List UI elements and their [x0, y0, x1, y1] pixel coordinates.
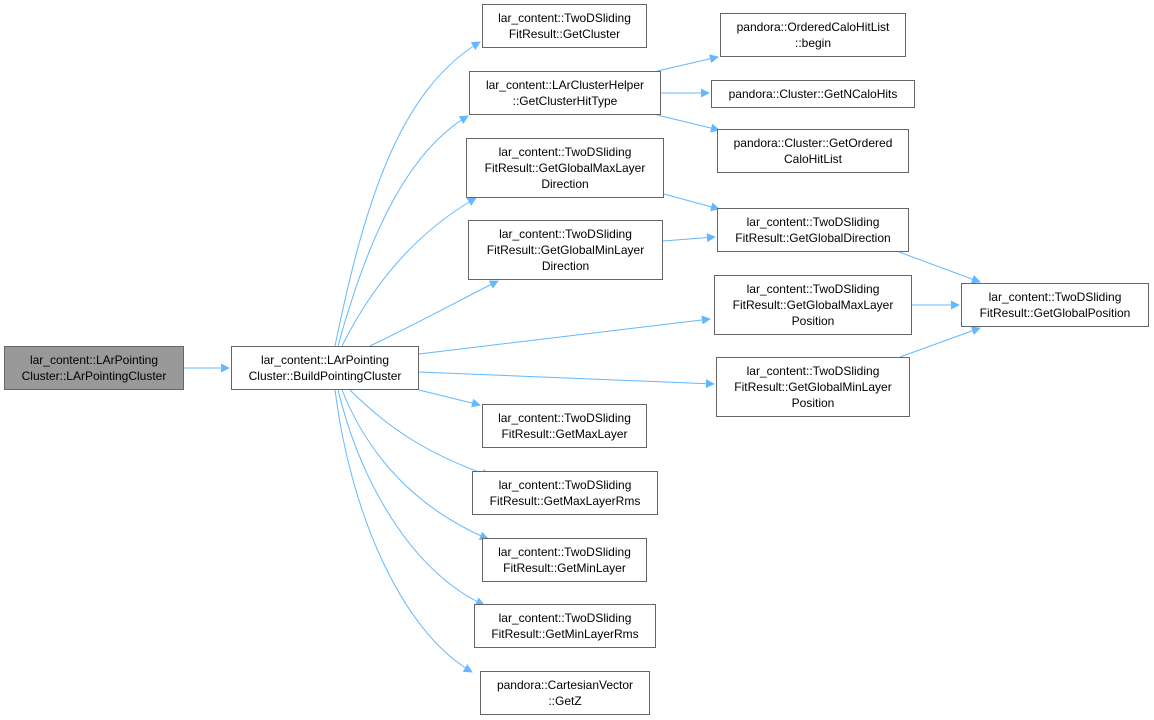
node-line: FitResult::GetMinLayer — [503, 561, 626, 575]
node-line: lar_content::TwoDSliding — [498, 545, 631, 559]
edge-build-to-global-max-layer-position — [418, 315, 711, 355]
edge-max-dir-to-global-direction — [663, 193, 720, 212]
node-line: Position — [791, 396, 835, 410]
node-get-min-layer-rms[interactable]: lar_content::TwoDSliding FitResult::GetM… — [474, 604, 656, 648]
edge-build-to-get-cluster — [334, 41, 481, 347]
edge-min-dir-to-global-direction — [662, 233, 716, 243]
node-line: ::GetZ — [548, 694, 582, 708]
edge-build-to-cluster-hit-type — [337, 115, 469, 347]
node-line: pandora::Cluster::GetOrdered — [733, 136, 893, 150]
edge-build-to-get-min-layer-rms — [337, 389, 485, 606]
node-get-global-direction[interactable]: lar_content::TwoDSliding FitResult::GetG… — [717, 208, 909, 252]
node-line: lar_content::LArClusterHelper — [485, 78, 645, 92]
node-line: FitResult::GetGlobalPosition — [979, 306, 1131, 320]
node-line: ::GetClusterHitType — [512, 94, 618, 108]
node-line: Direction — [541, 259, 590, 273]
node-cluster-get-ordered-calo-hit-list[interactable]: pandora::Cluster::GetOrdered CaloHitList — [717, 129, 909, 173]
node-line: lar_content::TwoDSliding — [746, 282, 880, 296]
node-line: lar_content::LArPointing — [260, 353, 390, 367]
node-get-max-layer-rms[interactable]: lar_content::TwoDSliding FitResult::GetM… — [472, 471, 658, 515]
node-cartesian-vector-get-z[interactable]: pandora::CartesianVector ::GetZ — [480, 671, 650, 715]
node-line: pandora::OrderedCaloHitList — [736, 20, 890, 34]
node-ordered-calo-hit-list-begin[interactable]: pandora::OrderedCaloHitList ::begin — [720, 13, 906, 57]
node-line: lar_content::TwoDSliding — [498, 611, 632, 625]
edge-build-to-get-min-layer — [341, 389, 489, 540]
edge-build-to-get-z — [334, 389, 473, 673]
node-line: pandora::CartesianVector — [496, 678, 634, 692]
edge-build-to-global-max-layer-direction — [341, 197, 477, 347]
node-line: FitResult::GetMinLayerRms — [491, 627, 639, 641]
node-line: lar_content::TwoDSliding — [988, 290, 1122, 304]
node-line: Cluster::LArPointingCluster — [21, 369, 167, 383]
node-line: lar_content::TwoDSliding — [498, 145, 632, 159]
node-get-cluster-hit-type[interactable]: lar_content::LArClusterHelper ::GetClust… — [469, 71, 661, 115]
node-line: FitResult::GetGlobalMinLayer — [486, 243, 645, 257]
node-line: FitResult::GetGlobalMaxLayer — [484, 161, 646, 175]
node-get-cluster[interactable]: lar_content::TwoDSliding FitResult::GetC… — [482, 4, 647, 48]
node-get-global-max-layer-direction[interactable]: lar_content::TwoDSliding FitResult::GetG… — [466, 138, 664, 198]
node-line: lar_content::TwoDSliding — [746, 364, 880, 378]
node-line: lar_content::TwoDSliding — [499, 227, 632, 241]
node-line: lar_content::TwoDSliding — [498, 478, 632, 492]
node-get-global-position[interactable]: lar_content::TwoDSliding FitResult::GetG… — [961, 283, 1149, 327]
edge-build-to-global-min-layer-direction — [369, 280, 499, 347]
node-line: FitResult::GetGlobalMinLayer — [734, 380, 892, 394]
node-line: FitResult::GetCluster — [508, 27, 621, 41]
node-cluster-get-n-calo-hits[interactable]: pandora::Cluster::GetNCaloHits — [711, 80, 915, 108]
node-line: Cluster::BuildPointingCluster — [248, 369, 402, 383]
edge-hit-type-to-ordered-list — [656, 114, 720, 133]
edge-hit-type-to-begin — [656, 54, 719, 72]
edge-build-to-get-max-layer — [418, 389, 481, 408]
node-line: ::begin — [794, 36, 832, 50]
node-line: lar_content::TwoDSliding — [498, 11, 631, 25]
edge-global-direction-to-global-position — [898, 251, 981, 284]
edge-build-to-global-min-layer-position — [418, 371, 715, 389]
node-line: FitResult::GetMaxLayerRms — [489, 494, 641, 508]
edge-min-pos-to-global-position — [899, 326, 981, 358]
node-build-pointing-cluster[interactable]: lar_content::LArPointing Cluster::BuildP… — [231, 346, 419, 390]
node-line: FitResult::GetGlobalMaxLayer — [732, 298, 894, 312]
node-line: lar_content::LArPointing — [29, 353, 159, 367]
node-line: lar_content::TwoDSliding — [746, 215, 880, 229]
node-line: Direction — [541, 177, 589, 191]
node-line: pandora::Cluster::GetNCaloHits — [728, 87, 898, 101]
node-get-min-layer[interactable]: lar_content::TwoDSliding FitResult::GetM… — [482, 538, 647, 582]
node-get-global-min-layer-position[interactable]: lar_content::TwoDSliding FitResult::GetG… — [716, 357, 910, 417]
node-line: Position — [791, 314, 835, 328]
node-line: lar_content::TwoDSliding — [498, 411, 631, 425]
edge-build-to-get-max-layer-rms — [349, 389, 491, 478]
node-line: FitResult::GetMaxLayer — [501, 427, 628, 441]
node-get-global-max-layer-position[interactable]: lar_content::TwoDSliding FitResult::GetG… — [714, 275, 912, 335]
node-larpointingcluster-constructor: lar_content::LArPointing Cluster::LArPoi… — [4, 346, 184, 390]
node-get-global-min-layer-direction[interactable]: lar_content::TwoDSliding FitResult::GetG… — [468, 220, 663, 280]
node-get-max-layer[interactable]: lar_content::TwoDSliding FitResult::GetM… — [482, 404, 647, 448]
node-line: FitResult::GetGlobalDirection — [735, 231, 891, 245]
node-line: CaloHitList — [783, 152, 843, 166]
